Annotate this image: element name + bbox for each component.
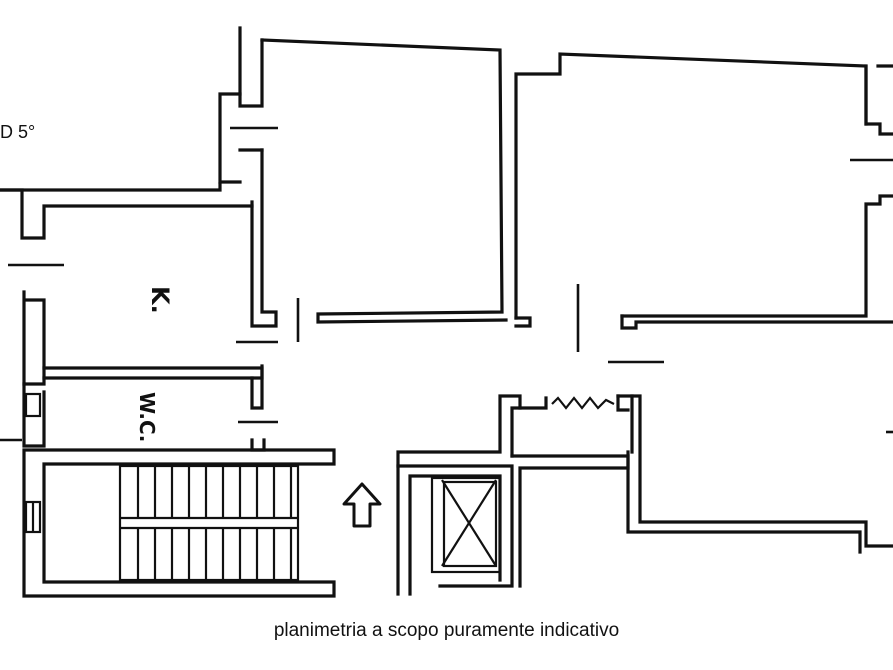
stair-block [22, 448, 336, 598]
kitchen-label: K. [146, 286, 174, 314]
elevator-shaft-icon [396, 464, 514, 596]
plan-caption: planimetria a scopo puramente indicativo [273, 620, 620, 641]
entrance-arrow-icon [342, 482, 382, 528]
upper-right-room [514, 52, 893, 330]
svg-text:K.: K. [146, 286, 174, 314]
lobby-walls [396, 394, 634, 588]
staircase-icon [118, 464, 300, 582]
wc-label: W.C. [135, 392, 159, 442]
lower-right-room [626, 394, 893, 554]
floor-label: D 5° [0, 122, 36, 142]
radiator-symbol [551, 396, 615, 410]
svg-text:W.C.: W.C. [135, 392, 159, 442]
upper-left-room [218, 26, 508, 328]
kitchen-walls [0, 182, 264, 410]
